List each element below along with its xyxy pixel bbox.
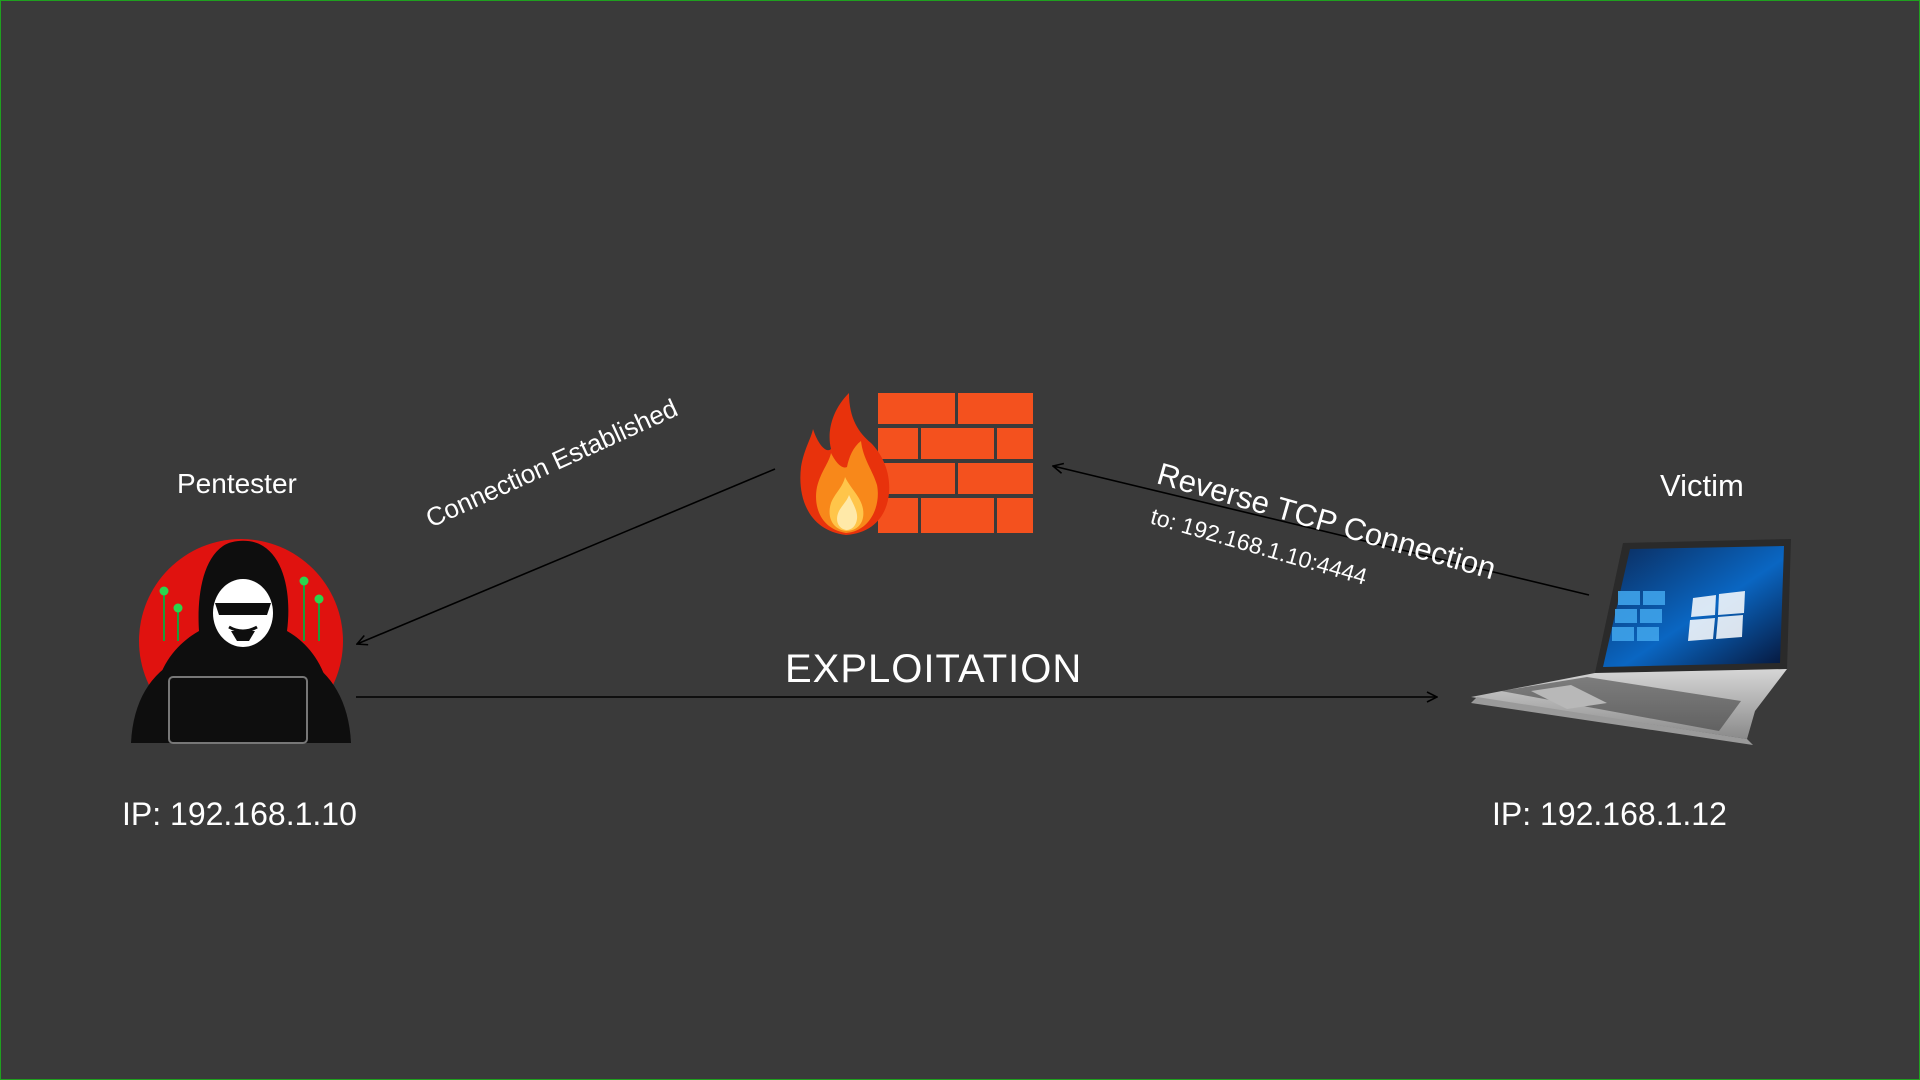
victim-label: Victim	[1660, 468, 1744, 503]
pentester-ip-label: IP: 192.168.1.10	[122, 796, 357, 832]
victim-ip-label: IP: 192.168.1.12	[1492, 796, 1727, 832]
connection-established-arrow	[357, 468, 776, 644]
pentester-label: Pentester	[177, 468, 297, 499]
exploitation-label: EXPLOITATION	[785, 647, 1083, 691]
reverse-tcp-arrow	[1053, 466, 1590, 596]
